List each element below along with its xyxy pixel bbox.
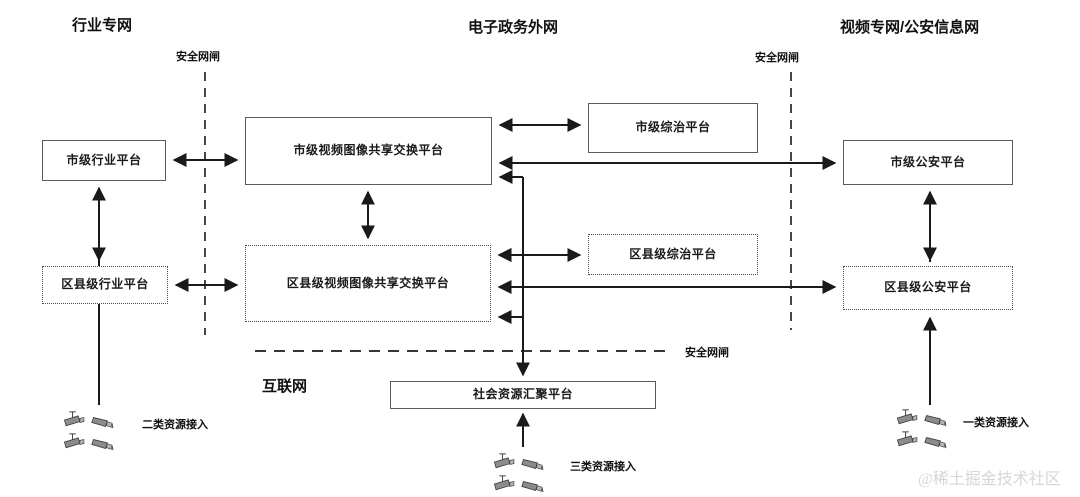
node-city-comprehensive-governance-platform[interactable]: 市级综治平台 [588,103,758,153]
label-class-two-resource-access: 二类资源接入 [142,419,208,431]
cctv-camera-icon [493,475,515,491]
node-district-police-platform[interactable]: 区县级公安平台 [843,266,1013,310]
label-security-gate-left: 安全网闸 [176,51,220,63]
cctv-camera-icon [63,433,85,449]
label-internet-zone: 互联网 [262,378,308,395]
node-city-police-platform[interactable]: 市级公安平台 [843,140,1013,185]
node-district-industry-platform[interactable]: 区县级行业平台 [42,266,168,304]
node-city-video-exchange-platform[interactable]: 市级视频图像共享交换平台 [245,117,492,185]
camera-group-class-three [492,452,547,494]
node-social-resource-aggregation-platform[interactable]: 社会资源汇聚平台 [390,381,656,409]
cctv-camera-icon [493,453,515,469]
cctv-camera-icon [924,415,947,427]
cctv-camera-icon [91,439,114,451]
label-security-gate-right: 安全网闸 [755,52,799,64]
cctv-camera-icon [91,417,114,429]
cctv-camera-icon [63,411,85,427]
camera-group-class-one [895,408,950,450]
zone-title-e-gov-extranet: 电子政务外网 [468,19,559,36]
cctv-camera-icon [924,437,947,449]
cctv-camera-icon [896,409,918,425]
node-city-industry-platform[interactable]: 市级行业平台 [42,140,166,181]
label-class-one-resource-access: 一类资源接入 [963,417,1029,429]
site-watermark: @稀土掘金技术社区 [918,471,1061,488]
zone-title-industry-private-net: 行业专网 [72,17,133,34]
node-district-comprehensive-governance-platform[interactable]: 区县级综治平台 [588,234,758,275]
node-district-video-exchange-platform[interactable]: 区县级视频图像共享交换平台 [245,245,491,322]
cctv-camera-icon [896,431,918,447]
cctv-camera-icon [521,459,544,471]
zone-title-video-police-net: 视频专网/公安信息网 [840,19,980,36]
label-class-three-resource-access: 三类资源接入 [570,461,636,473]
camera-group-class-two [62,410,117,452]
label-security-gate-bottom: 安全网闸 [685,347,729,359]
cctv-camera-icon [521,481,544,493]
